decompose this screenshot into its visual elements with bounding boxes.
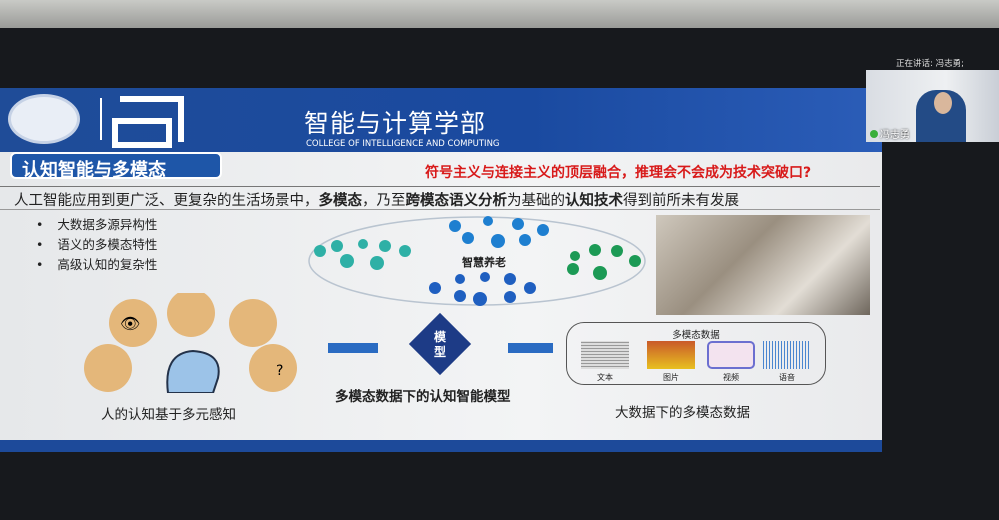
eye-icon: 👁 [120, 314, 140, 333]
text-search-icon [581, 341, 629, 369]
butterfly-image-icon [647, 341, 695, 369]
lead-bold: 多模态 [318, 193, 363, 209]
arrow-left-icon [508, 343, 553, 353]
participant-head [934, 92, 952, 114]
lead-part: 得到前所未有发展 [623, 193, 739, 209]
header-title: 智能与计算学部 [304, 109, 487, 138]
model-label: 模型 [433, 330, 446, 359]
lead-part: 为基础的 [507, 193, 565, 209]
speaking-indicator: 正在讲话: 冯志勇; [896, 59, 964, 69]
arrow-right-icon [328, 343, 378, 353]
audio-waveform-icon [763, 341, 811, 369]
modality-label: 文本 [597, 373, 613, 382]
bullet-item: 语义的多模态特性 [36, 235, 157, 255]
model-caption: 多模态数据下的认知智能模型 [335, 389, 511, 405]
lead-part: 人工智能应用到更广泛、更复杂的生活场景中， [14, 193, 319, 209]
multimodal-title: 多模态数据 [672, 330, 720, 341]
modality-label: 图片 [663, 373, 679, 382]
lead-bold: 跨模态语义分析 [405, 193, 508, 209]
smart-elderly-care-network-diagram: 智慧养老 [308, 216, 646, 306]
multimodal-caption: 大数据下的多模态数据 [615, 405, 750, 421]
question-text: 符号主义与连接主义的顶层融合，推理会不会成为技术突破口? [425, 165, 812, 181]
senses-diagram: 👁 ? [84, 293, 297, 393]
lead-bold: 认知技术 [565, 193, 623, 209]
header-divider [100, 98, 102, 140]
bullet-list: 大数据多源异构性 语义的多模态特性 高级认知的复杂性 [36, 215, 157, 275]
slide-header: 智能与计算学部 COLLEGE OF INTELLIGENCE AND COMP… [0, 88, 882, 152]
senses-caption: 人的认知基于多元感知 [101, 407, 236, 423]
multimodal-data-box: 多模态数据 文本 图片 视频 语音 [566, 322, 826, 385]
section-tag: 认知智能与多模态 [10, 152, 222, 181]
modality-label: 视频 [723, 373, 739, 382]
participant-video-tile[interactable]: 冯志勇 [866, 70, 999, 142]
college-logo [112, 96, 184, 148]
participant-name: 冯志勇 [870, 126, 910, 141]
wall-background [0, 0, 999, 28]
network-center-label: 智慧养老 [462, 255, 506, 269]
modality-label: 语音 [779, 373, 795, 382]
header-subtitle: COLLEGE OF INTELLIGENCE AND COMPUTING [306, 139, 500, 149]
lead-part: ，乃至 [362, 193, 406, 209]
mic-icon [870, 130, 878, 138]
elderly-care-photo [656, 215, 870, 315]
bullet-item: 高级认知的复杂性 [36, 255, 157, 275]
university-seal-logo [8, 94, 80, 144]
lead-text: 人工智能应用到更广泛、更复杂的生活场景中，多模态，乃至跨模态语义分析为基础的认知… [0, 186, 880, 210]
bullet-item: 大数据多源异构性 [36, 215, 157, 235]
video-play-icon [707, 341, 755, 369]
slide-footer-bar [0, 440, 882, 452]
ear-icon: ? [276, 363, 283, 379]
presentation-slide: 智能与计算学部 COLLEGE OF INTELLIGENCE AND COMP… [0, 88, 882, 452]
